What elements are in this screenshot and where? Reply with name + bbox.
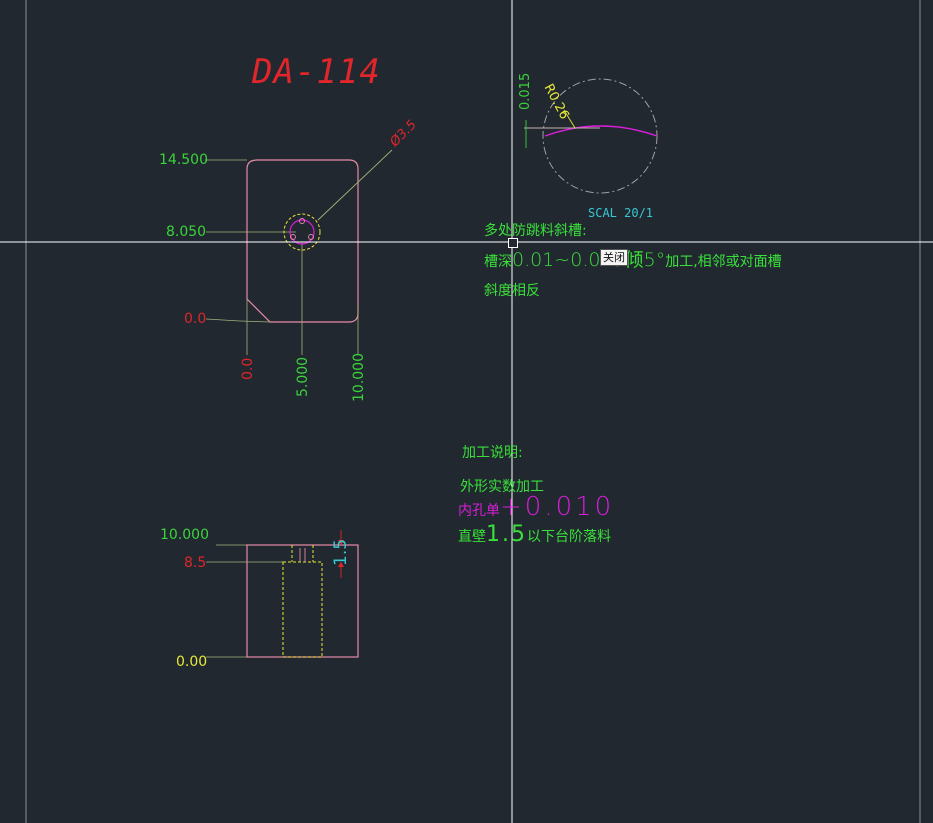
dim-z-0: 0.00	[176, 654, 208, 670]
cursor-pickbox	[508, 238, 518, 248]
note-machining-line2-prefix: 内孔单	[458, 503, 500, 519]
hole-circle	[289, 219, 315, 245]
side-view	[206, 530, 359, 658]
note-groove-value: 0.01~0.015	[512, 249, 625, 271]
side-view-outline	[246, 544, 359, 658]
dim-x-10000: 10.000	[351, 353, 367, 402]
detail-view	[524, 78, 658, 194]
dim-y-14500: 14.500	[159, 152, 208, 168]
cursor-tooltip: 关闭	[600, 249, 628, 266]
note-machining-heading: 加工说明:	[462, 445, 523, 461]
dim-z-10000: 10.000	[160, 527, 209, 543]
dim-z-85: 8.5	[184, 555, 207, 571]
dim-y-0: 0.0	[184, 311, 207, 327]
note-groove-suffix: 加工,相邻或对面槽	[665, 254, 782, 270]
detail-depth-label: 0.015	[518, 72, 533, 110]
note-groove-angle: 倾5°	[624, 249, 666, 271]
note-groove-line1: 多处防跳料斜槽:	[484, 223, 587, 239]
dim-y-8050: 8.050	[166, 224, 207, 240]
note-machining-line2-value: +0.010	[500, 492, 615, 522]
detail-scale-label: SCAL 20/1	[588, 206, 654, 220]
note-machining-line3-prefix: 直壁	[458, 529, 486, 545]
note-groove-line2: 槽深0.01~0.015倾5°加工,相邻或对面槽	[484, 251, 782, 270]
dim-x-5000: 5.000	[295, 356, 311, 397]
top-view	[205, 149, 393, 355]
hole-dashed-circle	[283, 213, 321, 251]
note-machining-line1: 外形实数加工	[460, 479, 544, 495]
drawing-title: DA-114	[252, 52, 381, 92]
note-groove-line3: 斜度相反	[484, 283, 540, 299]
top-view-outline	[246, 159, 359, 323]
dim-x-0: 0.0	[240, 357, 256, 380]
note-machining-line3-value: 1.5	[486, 522, 527, 547]
side-depth-label: 1.5	[331, 538, 351, 566]
note-machining-line3-suffix: 以下台阶落料	[527, 529, 611, 545]
note-machining-line3: 直壁1.5以下台阶落料	[458, 524, 611, 546]
note-groove-prefix: 槽深	[484, 254, 512, 270]
note-machining-line2: 内孔单+0.010	[458, 494, 614, 520]
